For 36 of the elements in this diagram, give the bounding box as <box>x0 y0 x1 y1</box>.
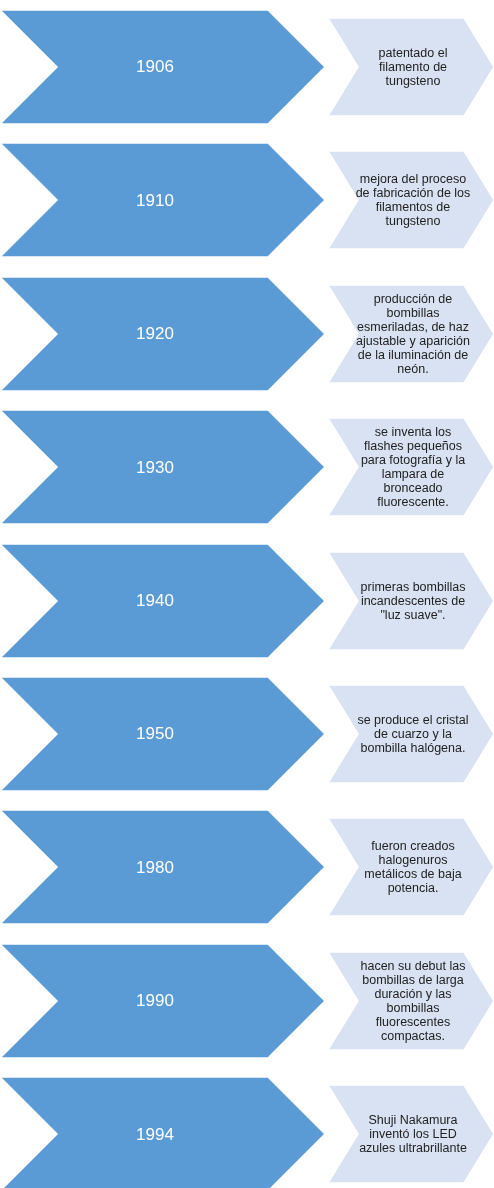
event-description: mejora del proceso de fabricación de los filamentos de tungsteno <box>354 172 472 229</box>
event-description: se inventa los flashes pequeños para fotografía y la lampara de bronceado fluorescente. <box>359 425 467 510</box>
event-banner <box>328 685 494 783</box>
event-banner <box>328 1085 494 1184</box>
year-banner <box>0 410 325 525</box>
year-label: 1994 <box>136 1124 174 1144</box>
event-banner <box>328 284 494 383</box>
year-banner <box>0 10 325 124</box>
year-banner <box>0 276 325 391</box>
year-label: 1910 <box>136 190 174 210</box>
year-banner <box>0 1077 325 1188</box>
event-description: primeras bombillas incandescentes de "luz suave". <box>359 579 467 622</box>
event-description: producción de bombillas esmeriladas, de haz ajustable y aparición de la iluminación de neón. <box>355 291 471 376</box>
event-banner <box>328 151 494 250</box>
event-banner <box>328 18 494 116</box>
year-label: 1980 <box>136 857 174 877</box>
year-label: 1920 <box>136 324 174 344</box>
year-label: 1990 <box>136 991 174 1011</box>
year-label: 1930 <box>136 457 174 477</box>
year-banner <box>0 810 325 925</box>
event-description: se produce el cristal de cuarzo y la bombilla halógena. <box>356 713 470 755</box>
year-banner <box>0 543 325 658</box>
year-label: 1906 <box>136 57 174 77</box>
year-banner <box>0 943 325 1058</box>
event-description: Shuji Nakamura inventó los LED azules ultrabrillante <box>358 1113 468 1156</box>
event-banner <box>328 951 494 1050</box>
event-description: patentado el filamento de tungsteno <box>377 46 449 88</box>
event-banner <box>328 418 494 517</box>
year-banner <box>0 143 325 258</box>
event-description: fueron creados halogenuros metálicos de baja potencia. <box>363 839 463 896</box>
event-description: hacen su debut las bombillas de larga duración y las bombillas fluorescentes compactas. <box>359 958 467 1043</box>
year-label: 1940 <box>136 591 174 611</box>
event-banner <box>328 818 494 917</box>
event-banner <box>328 551 494 650</box>
year-banner <box>0 677 325 791</box>
year-label: 1950 <box>136 724 174 744</box>
